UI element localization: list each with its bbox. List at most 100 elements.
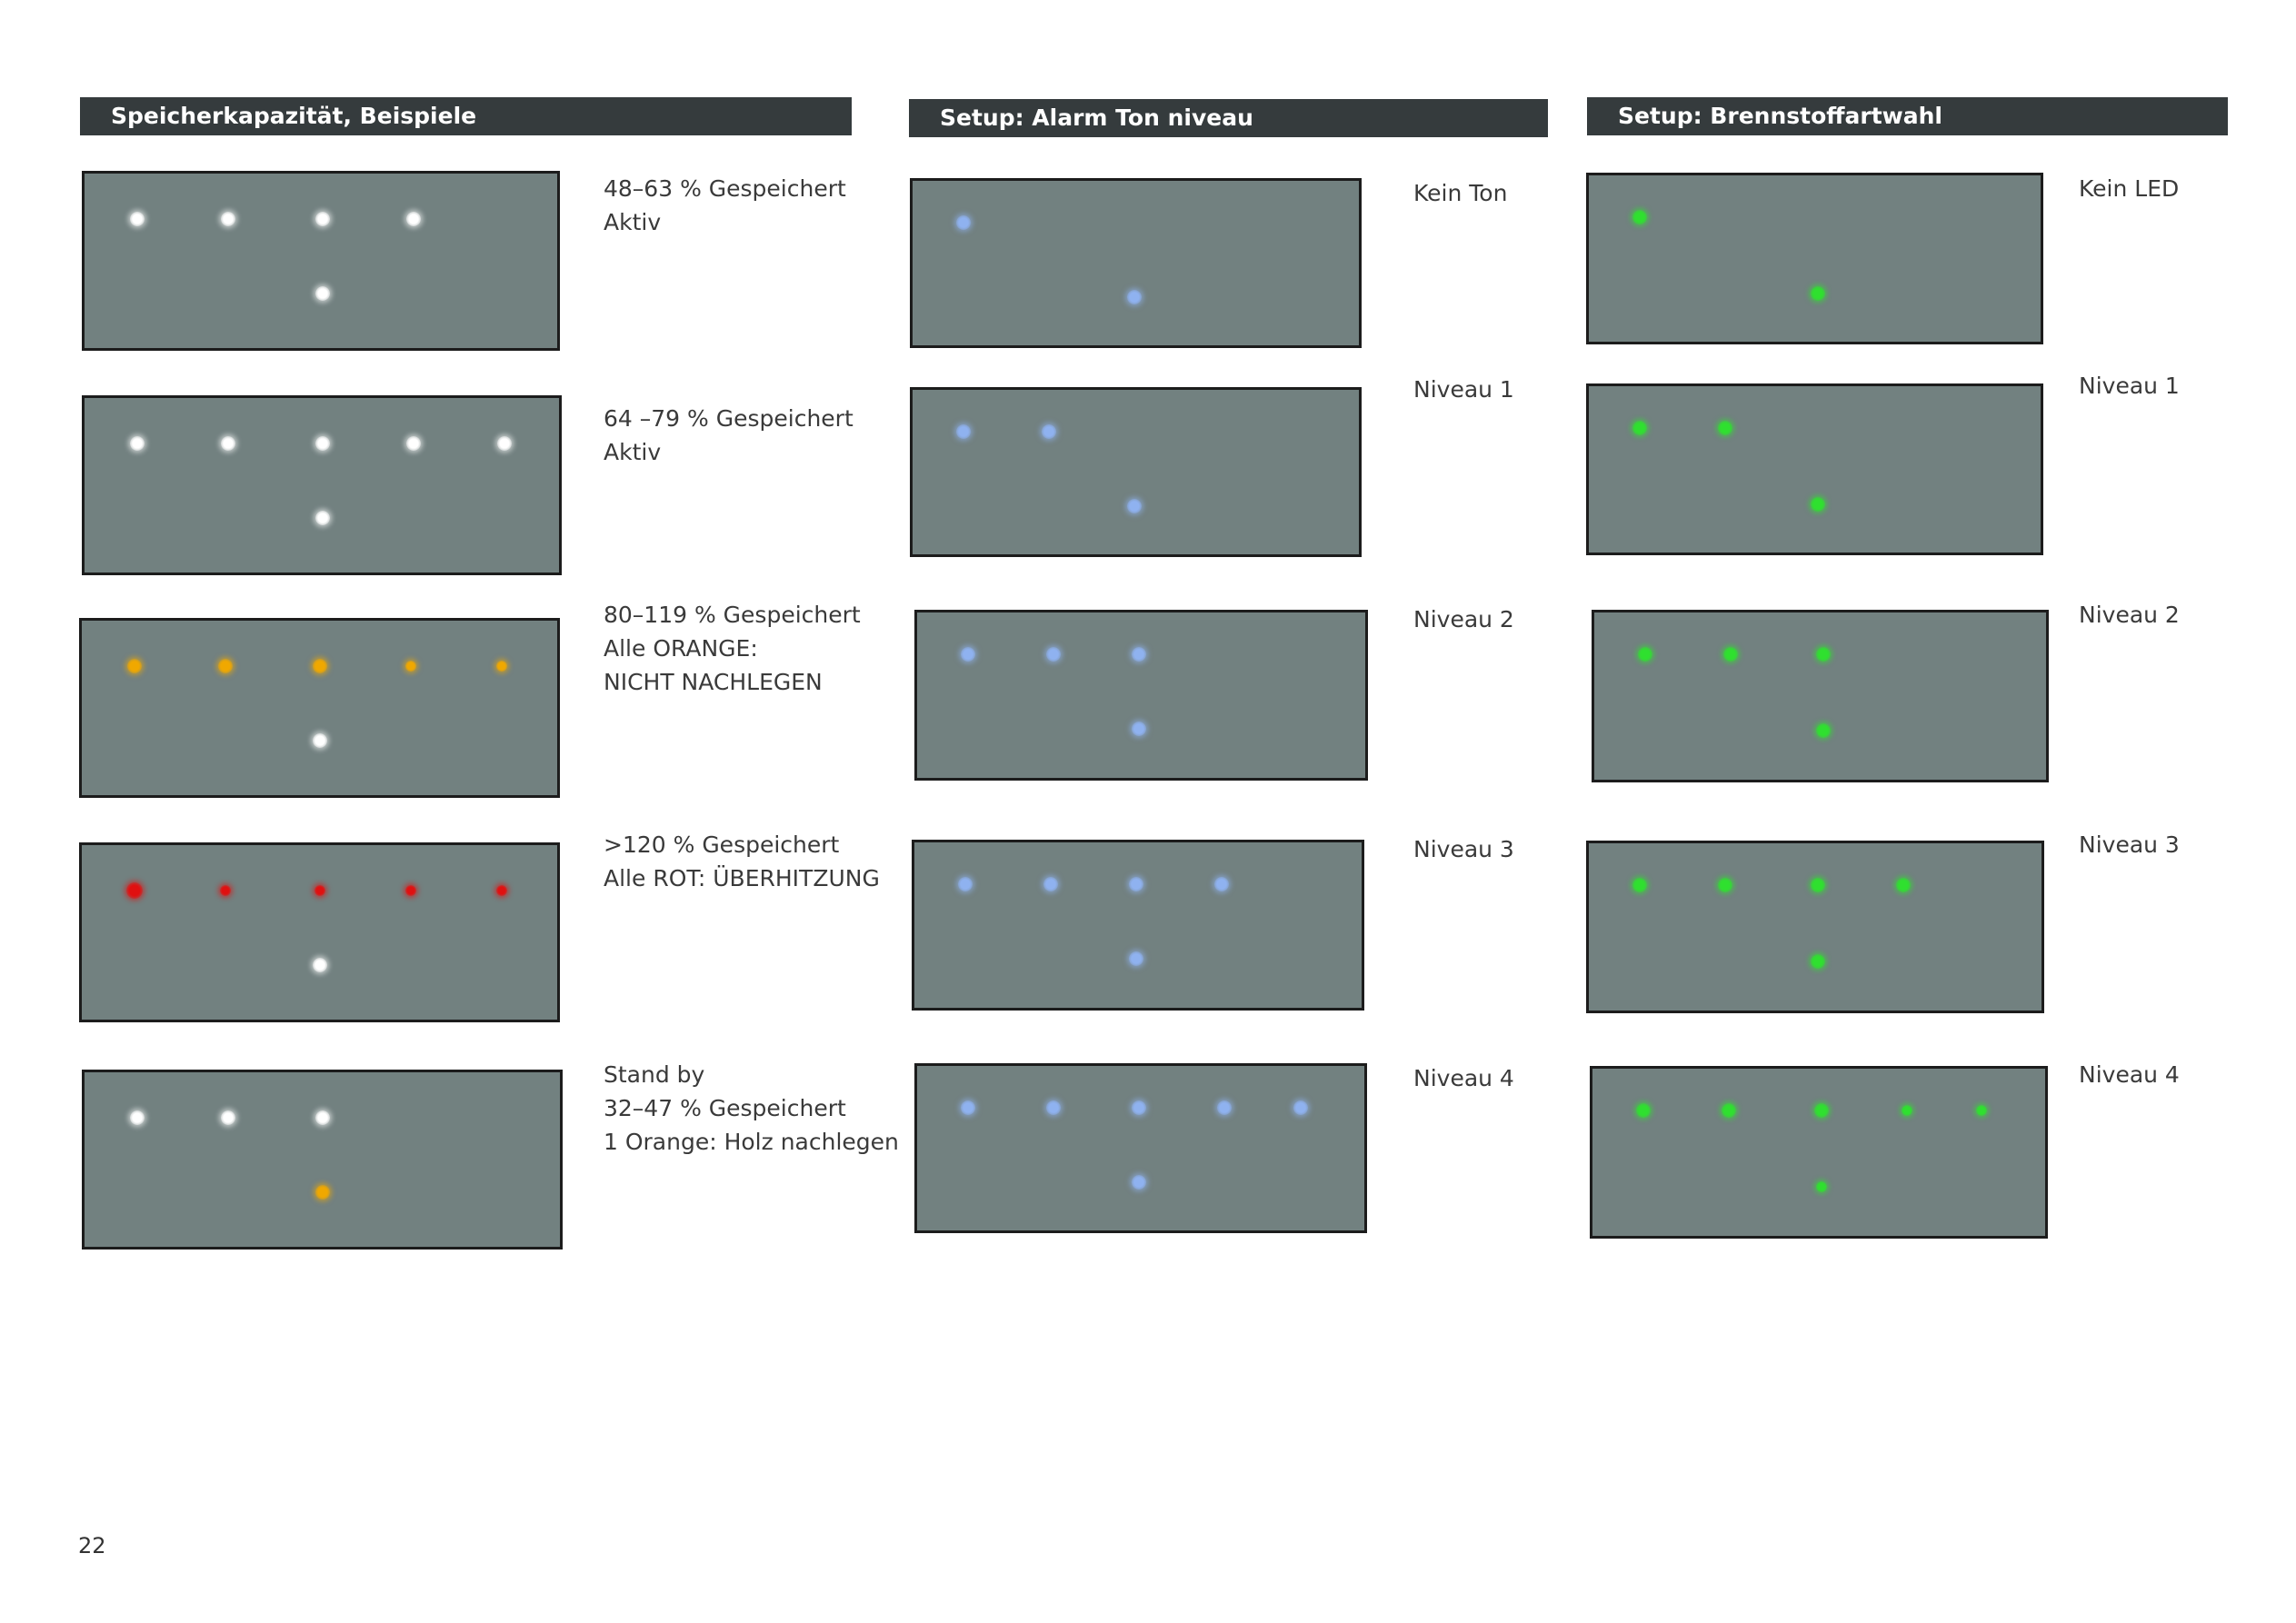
led-panel — [912, 840, 1364, 1011]
led-dot-blue — [958, 877, 973, 891]
led-dot-blue — [1132, 1100, 1146, 1115]
led-dot-green — [1811, 878, 1825, 892]
led-dot-white — [221, 1110, 235, 1125]
led-dot-white — [406, 436, 421, 451]
description: Niveau 2 — [1413, 606, 1514, 632]
led-dot-orange — [127, 659, 142, 673]
led-dot-white — [315, 436, 330, 451]
led-dot-blue — [1132, 647, 1146, 662]
led-panel — [82, 395, 562, 575]
led-dot-green — [1636, 1103, 1651, 1118]
led-dot-green — [1816, 723, 1831, 738]
led-panel — [914, 610, 1368, 781]
led-dot-red — [314, 885, 325, 896]
description: Niveau 4 — [1413, 1065, 1514, 1091]
led-dot-green — [1811, 954, 1825, 969]
led-dot-green — [1811, 286, 1825, 301]
led-panel — [1586, 173, 2043, 344]
led-dot-white — [315, 212, 330, 226]
led-dot-green — [1718, 878, 1732, 892]
led-dot-green — [1632, 878, 1647, 892]
led-dot-white — [406, 212, 421, 226]
led-dot-green — [1816, 647, 1831, 662]
section-header-brennstoffartwahl: Setup: Brennstoffartwahl — [1587, 97, 2228, 135]
led-dot-green — [1811, 497, 1825, 512]
led-panel — [82, 1070, 563, 1250]
led-dot-blue — [1127, 290, 1142, 304]
led-panel — [910, 178, 1362, 348]
description: Niveau 4 — [2079, 1061, 2180, 1088]
led-panel — [914, 1063, 1367, 1233]
led-dot-white — [315, 286, 330, 301]
led-dot-white — [313, 958, 327, 972]
led-dot-blue — [956, 215, 971, 230]
led-dot-blue — [961, 647, 975, 662]
led-dot-blue — [1043, 877, 1058, 891]
led-dot-green — [1632, 210, 1647, 224]
led-dot-orange — [315, 1185, 330, 1200]
led-panel — [910, 387, 1362, 557]
led-dot-blue — [1129, 877, 1143, 891]
led-panel — [1586, 841, 2044, 1013]
led-dot-blue — [1129, 951, 1143, 966]
led-dot-white — [315, 1110, 330, 1125]
led-dot-white — [221, 436, 235, 451]
led-dot-orange — [218, 659, 233, 673]
description: Niveau 3 — [1413, 836, 1514, 862]
led-dot-green — [1722, 1103, 1736, 1118]
led-dot-white — [497, 436, 512, 451]
led-dot-green — [1814, 1103, 1829, 1118]
led-dot-red — [405, 885, 416, 896]
description: Kein Ton — [1413, 180, 1508, 206]
led-dot-blue — [1046, 1100, 1061, 1115]
led-dot-green — [1638, 647, 1652, 662]
description: Niveau 1 — [2079, 373, 2180, 399]
led-dot-green — [1976, 1105, 1987, 1116]
led-dot-white — [315, 511, 330, 525]
led-dot-blue — [1217, 1100, 1232, 1115]
led-dot-orange — [405, 661, 416, 672]
led-panel — [1586, 383, 2043, 555]
led-dot-green — [1902, 1105, 1912, 1116]
led-dot-blue — [961, 1100, 975, 1115]
led-dot-orange — [496, 661, 507, 672]
led-dot-white — [130, 436, 145, 451]
led-panel — [1590, 1066, 2048, 1239]
section-header-speicherkapazitaet: Speicherkapazität, Beispiele — [80, 97, 852, 135]
description: Niveau 3 — [2079, 831, 2180, 858]
led-panel — [1592, 610, 2049, 782]
page-number: 22 — [78, 1533, 106, 1558]
led-dot-red — [220, 885, 231, 896]
led-panel — [79, 842, 560, 1022]
led-dot-green — [1816, 1181, 1827, 1192]
led-dot-red — [496, 885, 507, 896]
led-dot-blue — [1042, 424, 1056, 439]
led-dot-blue — [1132, 722, 1146, 736]
led-dot-blue — [1214, 877, 1229, 891]
led-dot-white — [130, 212, 145, 226]
led-panel — [82, 171, 560, 351]
led-dot-white — [130, 1110, 145, 1125]
led-dot-blue — [956, 424, 971, 439]
led-dot-green — [1896, 878, 1911, 892]
led-dot-green — [1723, 647, 1738, 662]
description: Niveau 2 — [2079, 602, 2180, 628]
led-dot-blue — [1293, 1100, 1308, 1115]
led-dot-white — [313, 733, 327, 748]
led-dot-blue — [1046, 647, 1061, 662]
led-dot-blue — [1127, 499, 1142, 513]
description: Niveau 1 — [1413, 376, 1514, 403]
led-dot-blue — [1132, 1175, 1146, 1190]
description: Kein LED — [2079, 175, 2180, 202]
led-dot-red — [126, 882, 143, 899]
led-dot-green — [1718, 421, 1732, 435]
led-dot-orange — [313, 659, 327, 673]
led-panel — [79, 618, 560, 798]
section-header-alarm-ton: Setup: Alarm Ton niveau — [909, 99, 1548, 137]
led-dot-white — [221, 212, 235, 226]
